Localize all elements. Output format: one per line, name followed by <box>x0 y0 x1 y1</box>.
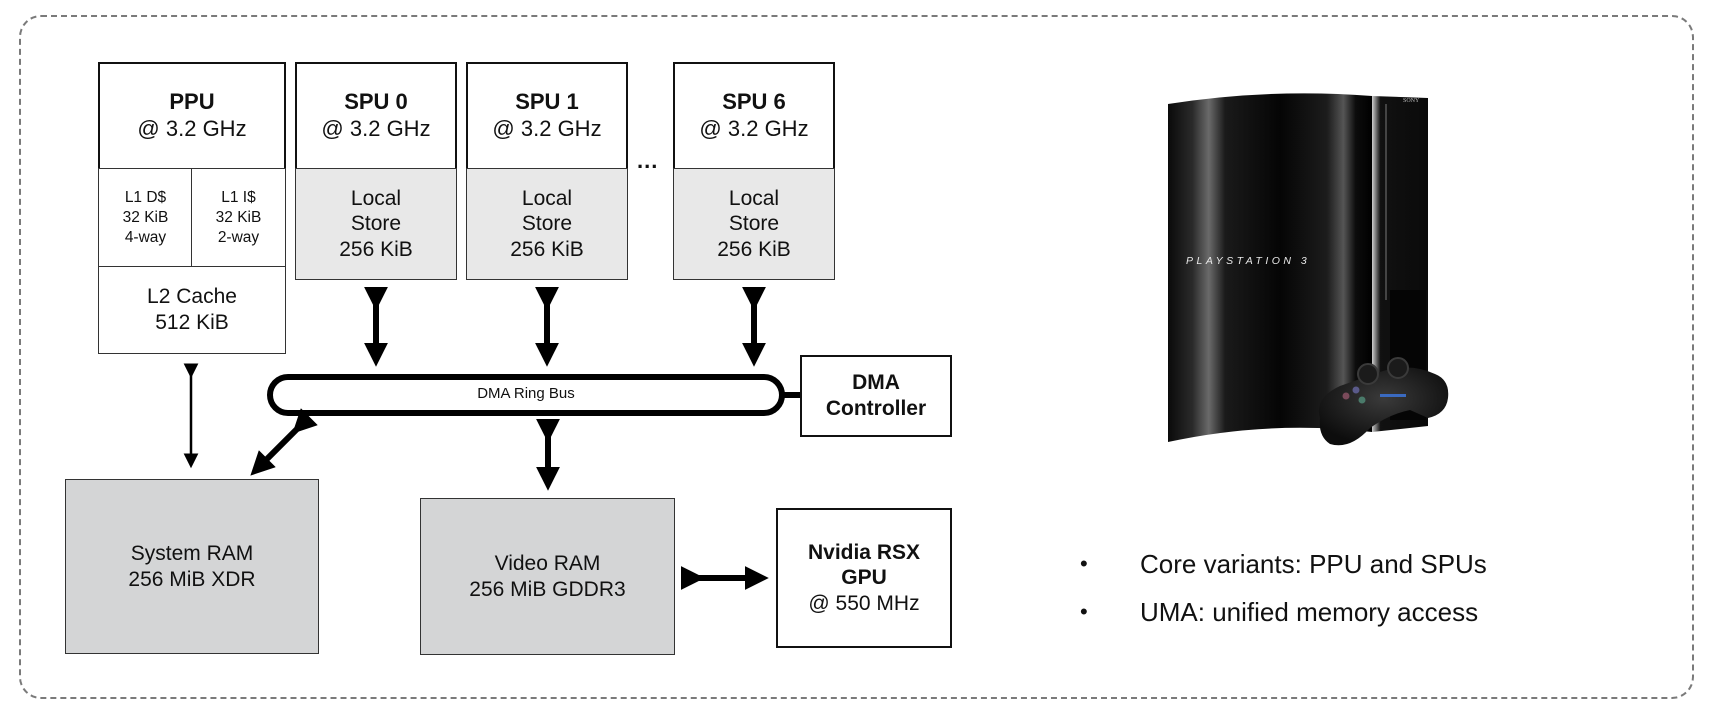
playstation-logo: PLAYSTATION 3 <box>1186 255 1310 267</box>
video-ram-box: Video RAM 256 MiB GDDR3 <box>420 498 675 655</box>
l2-cache: L2 Cache 512 KiB <box>98 266 286 354</box>
bullet-marker: • <box>1080 599 1088 624</box>
console-body <box>1168 93 1372 442</box>
local-store-line: Store <box>728 212 780 236</box>
ppu-clock: @ 3.2 GHz <box>137 116 247 141</box>
gpu-clock: @ 550 MHz <box>808 591 920 615</box>
spu-1-box: SPU 1 @ 3.2 GHz <box>466 62 628 170</box>
bullet-text: Core variants: PPU and SPUs <box>1140 548 1487 579</box>
dma-controller-box: DMA Controller <box>800 355 952 437</box>
spu-ellipsis: ... <box>637 148 659 173</box>
ppu-box: PPU @ 3.2 GHz <box>98 62 286 170</box>
l1i-label: L1 I$ <box>221 188 256 206</box>
l1d-label: L1 D$ <box>124 188 167 206</box>
spu-0-local-store: Local Store 256 KiB <box>295 168 457 280</box>
system-ram-size: 256 MiB XDR <box>128 567 256 591</box>
sony-brand: SONY <box>1403 98 1420 104</box>
spu-6-name: SPU 6 <box>722 89 786 115</box>
spu-1-local-store: Local Store 256 KiB <box>466 168 628 280</box>
dma-controller-line1: DMA <box>852 371 900 395</box>
local-store-line: Store <box>350 212 402 236</box>
l2-size: 512 KiB <box>155 311 229 334</box>
l1d-assoc: 4-way <box>124 229 167 247</box>
spu-0-name: SPU 0 <box>344 89 408 115</box>
l2-label: L2 Cache <box>147 285 237 309</box>
local-store-line: Local <box>521 186 573 210</box>
video-ram-size: 256 MiB GDDR3 <box>469 577 626 601</box>
bullet-item: • Core variants: PPU and SPUs <box>1078 540 1487 588</box>
ppu-name: PPU <box>169 89 215 115</box>
video-ram-label: Video RAM <box>494 551 601 575</box>
l1-instruction-cache: L1 I$ 32 KiB 2-way <box>191 168 286 268</box>
bullet-text: UMA: unified memory access <box>1140 596 1479 627</box>
dma-controller-line2: Controller <box>825 397 927 420</box>
l1-data-cache: L1 D$ 32 KiB 4-way <box>98 168 193 268</box>
l1d-size: 32 KiB <box>122 208 169 226</box>
system-ram-label: System RAM <box>130 541 254 565</box>
slide-frame <box>19 15 1694 699</box>
l1i-assoc: 2-way <box>217 229 260 247</box>
local-store-size: 256 KiB <box>510 237 584 261</box>
spu-0-clock: @ 3.2 GHz <box>321 116 431 141</box>
gpu-type: GPU <box>841 566 887 590</box>
bullet-list: • Core variants: PPU and SPUs • UMA: uni… <box>1078 540 1487 636</box>
l1i-size: 32 KiB <box>215 208 262 226</box>
controller <box>1318 357 1449 446</box>
spu-1-name: SPU 1 <box>515 89 579 115</box>
bullet-marker: • <box>1080 551 1088 576</box>
system-ram-box: System RAM 256 MiB XDR <box>65 479 319 654</box>
local-store-line: Local <box>350 186 402 210</box>
spu-0-box: SPU 0 @ 3.2 GHz <box>295 62 457 170</box>
spu-6-local-store: Local Store 256 KiB <box>673 168 835 280</box>
local-store-size: 256 KiB <box>717 237 791 261</box>
local-store-line: Store <box>521 212 573 236</box>
spu-6-box: SPU 6 @ 3.2 GHz <box>673 62 835 170</box>
spu-6-clock: @ 3.2 GHz <box>699 116 809 141</box>
spu-1-clock: @ 3.2 GHz <box>492 116 602 141</box>
ps3-console-image: SONY PLAYSTATION 3 <box>1168 93 1449 446</box>
local-store-line: Local <box>728 186 780 210</box>
gpu-name: Nvidia RSX <box>807 540 921 564</box>
bullet-item: • UMA: unified memory access <box>1078 588 1487 636</box>
ring-bus-label: DMA Ring Bus <box>477 385 575 402</box>
local-store-size: 256 KiB <box>339 237 413 261</box>
gpu-box: Nvidia RSX GPU @ 550 MHz <box>776 508 952 648</box>
